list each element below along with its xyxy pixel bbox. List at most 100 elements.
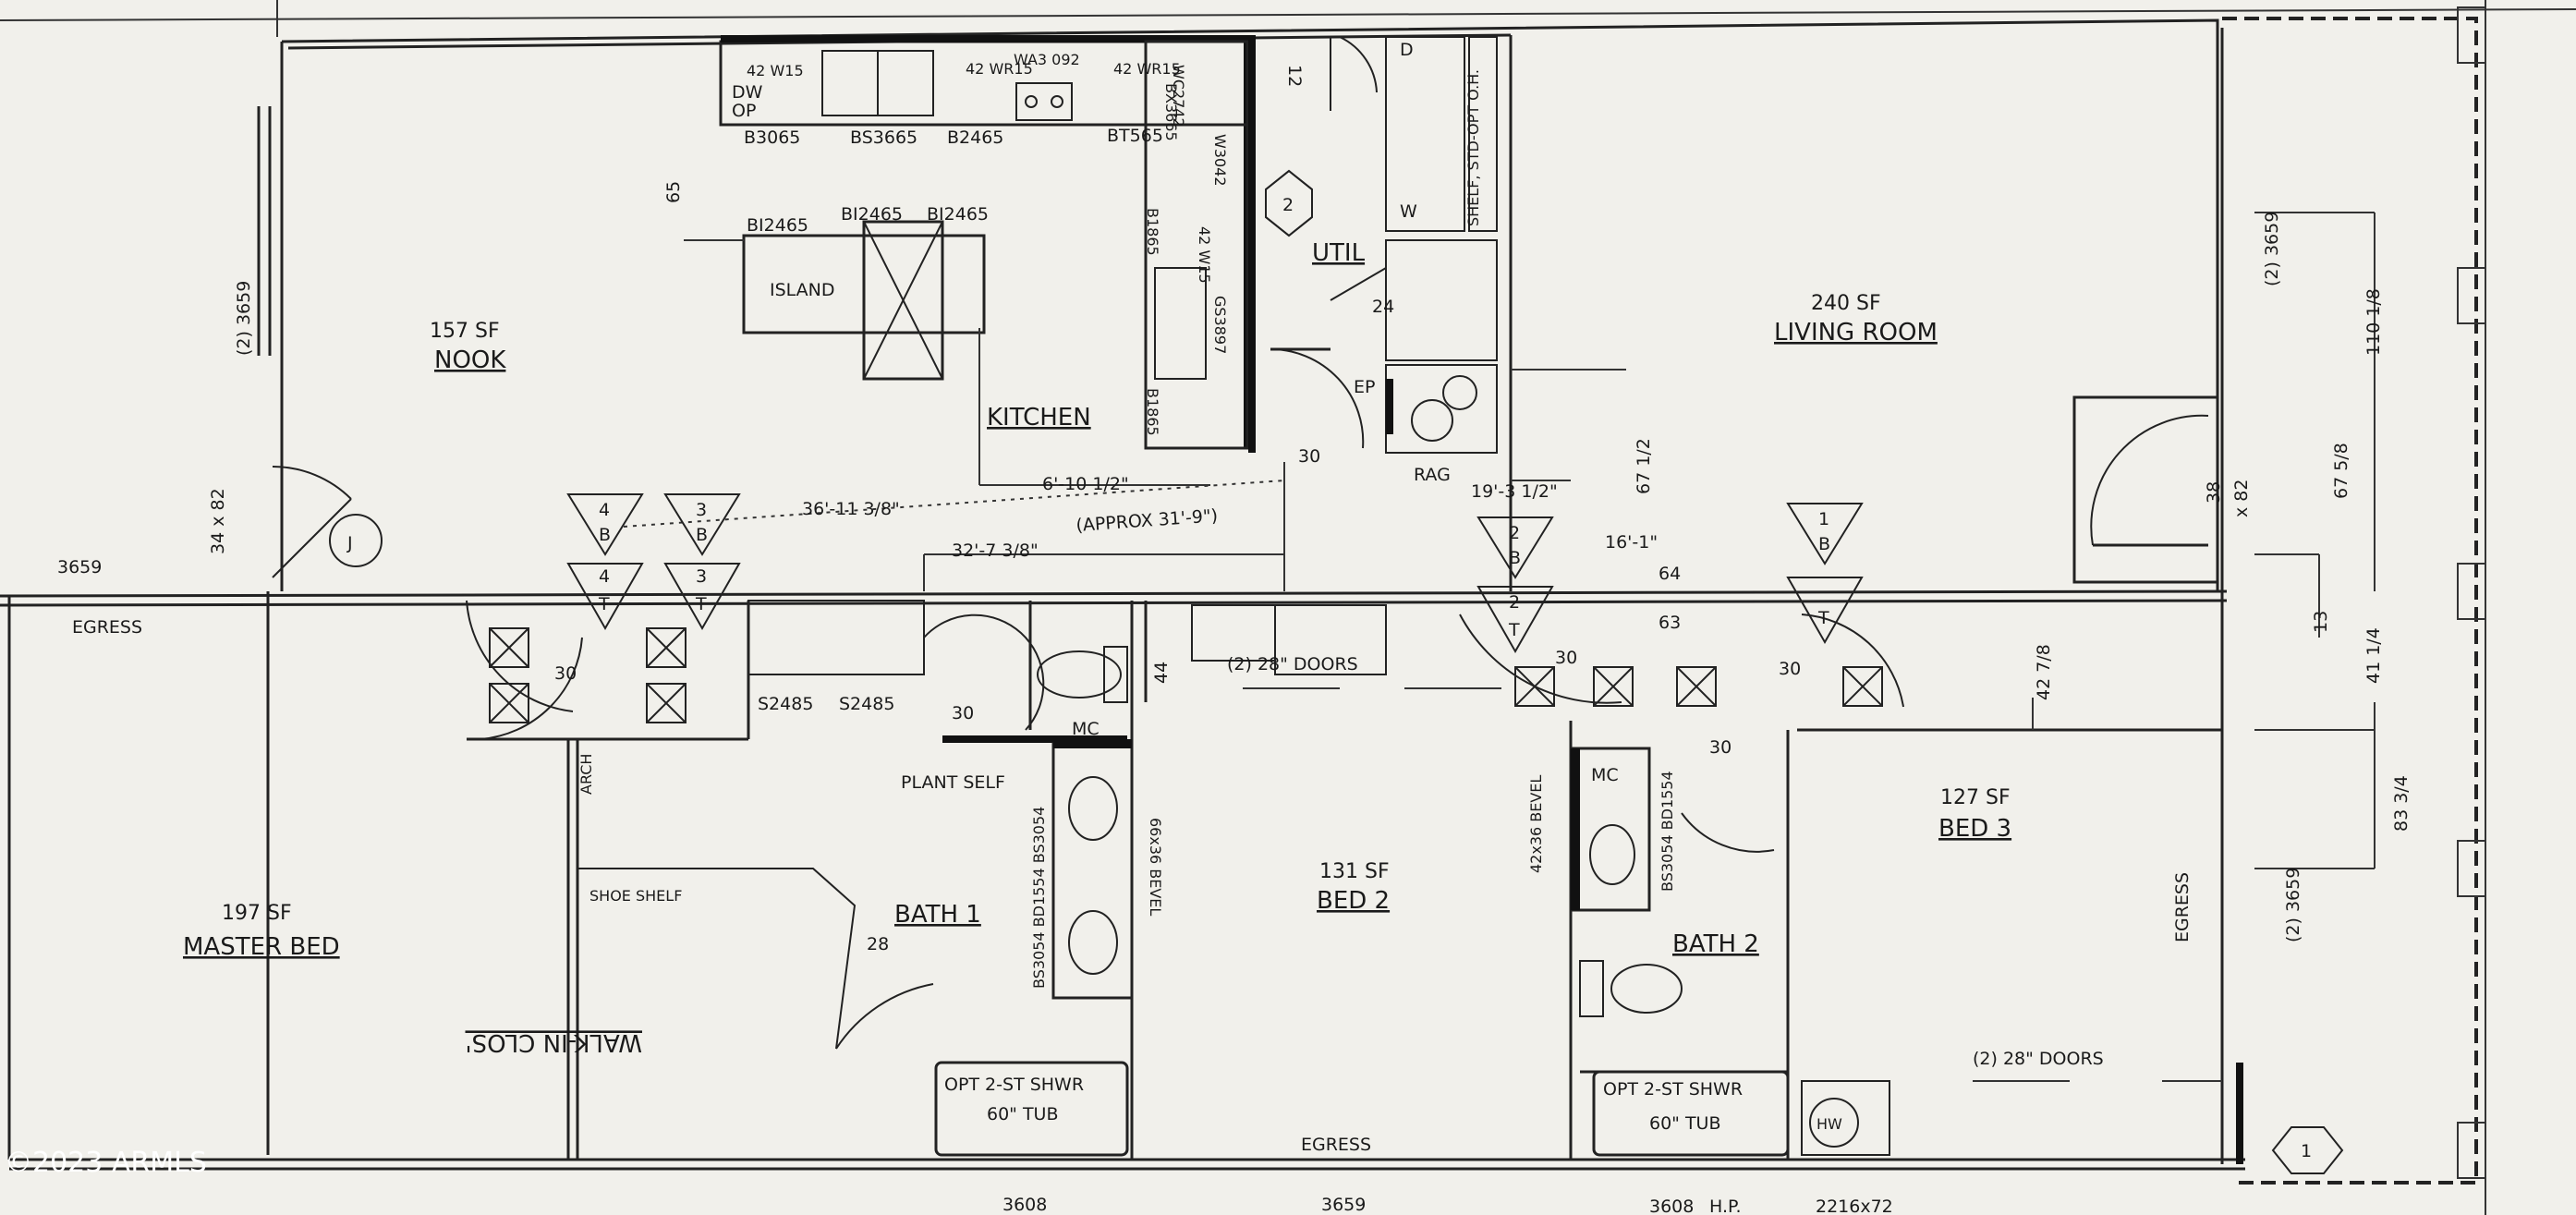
cab-bevel2: 42x36 BEVEL [1527,775,1545,873]
bed2-name: BED 2 [1317,887,1390,915]
cab-s2485b: S2485 [839,694,894,714]
dim-30f: 30 [1709,737,1732,758]
kitchen-name: KITCHEN [987,404,1091,431]
nook-area: 157 SF [430,320,500,343]
cab-arch: ARCH [577,754,595,795]
dim-3659d: (2) 3659 [2283,868,2303,942]
bed3-name: BED 3 [1938,815,2011,843]
tag-4bl: B [599,525,611,545]
dim-3608b: 3608 [1649,1197,1694,1215]
cab-doors28a: (2) 28" DOORS [1227,654,1358,674]
dim-13: 13 [2311,611,2331,633]
cab-bi3: BI2465 [927,204,989,225]
dim-16-1: 16'-1" [1605,532,1658,553]
cab-hw: HW [1817,1115,1842,1133]
cab-mc1: MC [1072,719,1100,739]
dim-30d: 30 [1555,648,1577,668]
bath1-fixtures [577,646,1134,1157]
dim-3659c: (2) 3659 [2262,212,2282,286]
master-name: MASTER BED [183,933,340,961]
cab-bi2: BI2465 [841,204,903,225]
dim-egress3: EGRESS [1301,1135,1371,1155]
cab-gs3897: GS3897 [1211,296,1229,354]
dim-36-11: 36'-11 3/8" [802,499,900,519]
closet-name: WALK-IN CLOS' [466,1028,642,1056]
tag-2tl: T [1508,620,1520,640]
kitchen-dims [623,239,1626,591]
dim-12: 12 [1284,65,1305,87]
dim-3659a: (2) 3659 [234,281,254,356]
dim-110: 110 1/8 [2363,288,2384,356]
hall-fixtures [489,627,1883,723]
dim-38: 38 [2204,481,2224,504]
tag-hex2: 2 [1282,195,1294,215]
dim-3659b: 3659 [57,557,102,577]
cab-s2485a: S2485 [758,694,813,714]
tag-1b: 1 [1818,509,1829,529]
nook-door [257,106,352,578]
util-name: UTIL [1312,239,1366,267]
room-labels: 157 SF NOOK 240 SF LIVING ROOM 197 SF MA… [183,239,2011,1056]
cab-wc2742: WC2742 [1170,65,1187,128]
cab-j: J [346,533,353,553]
cab-island: ISLAND [770,280,835,300]
bath1-name: BATH 1 [894,901,981,929]
living-name: LIVING ROOM [1774,319,1938,346]
tag-4tl: T [598,594,610,614]
cab-plant: PLANT SELF [901,772,1005,793]
cab-dw: DW [732,82,763,103]
cab-w3042: W3042 [1211,134,1229,187]
tag-3t: 3 [696,566,707,587]
cab-shwr2b: 60" TUB [1649,1113,1721,1134]
dim-64: 64 [1659,564,1681,584]
dim-egress2: EGRESS [2172,872,2193,942]
porch-outline [2222,6,2486,1185]
dimension-labels: 65 (2) 3659 34 x 82 3659 EGRESS 36'-11 3… [57,65,2412,1215]
tag-3b: 3 [696,500,707,520]
cab-d: D [1400,40,1414,60]
dim-30b: 30 [554,663,577,684]
cab-bevel1: 66x36 BEVEL [1147,818,1164,916]
cab-w: W [1400,201,1417,222]
nook-name: NOOK [434,346,506,374]
utility-room [1270,36,1498,454]
dim-63: 63 [1659,613,1681,633]
dim-6-10: 6'-10 1/2" [1042,474,1129,494]
dim-32-7: 32'-7 3/8" [952,541,1039,561]
cab-wr15b: 42 WR15 [1113,60,1181,78]
cab-wr15a: 42 WR15 [966,60,1033,78]
cab-shwr2a: OPT 2-ST SHWR [1603,1079,1743,1100]
living-door [2072,395,2219,584]
dim-19-3: 19'-3 1/2" [1471,481,1558,502]
dim-3608a: 3608 [1002,1195,1047,1215]
dim-41: 41 1/4 [2363,627,2384,684]
bath2-fixtures [1569,747,2344,1174]
cab-b2465: B2465 [947,128,1003,148]
section-tags [329,169,1864,654]
bath2-name: BATH 2 [1672,930,1759,958]
cab-op: OP [732,101,756,121]
tag-1tl: T [1817,608,1829,628]
dim-30c: 30 [952,703,974,723]
cab-bi1: BI2465 [747,215,808,236]
cab-shelf: SHELF, STD-OPT O.H. [1464,69,1482,226]
dim-82: x 82 [2231,480,2252,517]
master-area: 197 SF [222,902,292,925]
tag-labels: 4 B 4 T 3 B 3 T 2 B 2 T 1 B T 2 1 [598,195,2312,1161]
tag-2bl: B [1509,548,1521,568]
dim-hp: H.P. [1709,1197,1742,1215]
cab-b3065: B3065 [744,128,800,148]
bed2-area: 131 SF [1319,860,1390,883]
cab-ep: EP [1354,377,1375,397]
dim-42: 42 7/8 [2034,644,2054,700]
bed3-area: 127 SF [1940,786,2011,809]
dim-30e: 30 [1779,659,1801,679]
dim-egress1: EGRESS [72,617,142,638]
dim-2216: 2216x72 [1816,1197,1893,1215]
right-dims [1243,212,2376,1082]
cab-bx3665: BX3665 [1162,83,1180,141]
cabinet-labels: B3065 BS3665 B2465 BT565 42 W15 DW OP 42… [346,40,2104,1134]
cab-bs2: BS3054 BD1554 [1659,771,1676,892]
cab-doors28b: (2) 28" DOORS [1973,1049,2104,1069]
